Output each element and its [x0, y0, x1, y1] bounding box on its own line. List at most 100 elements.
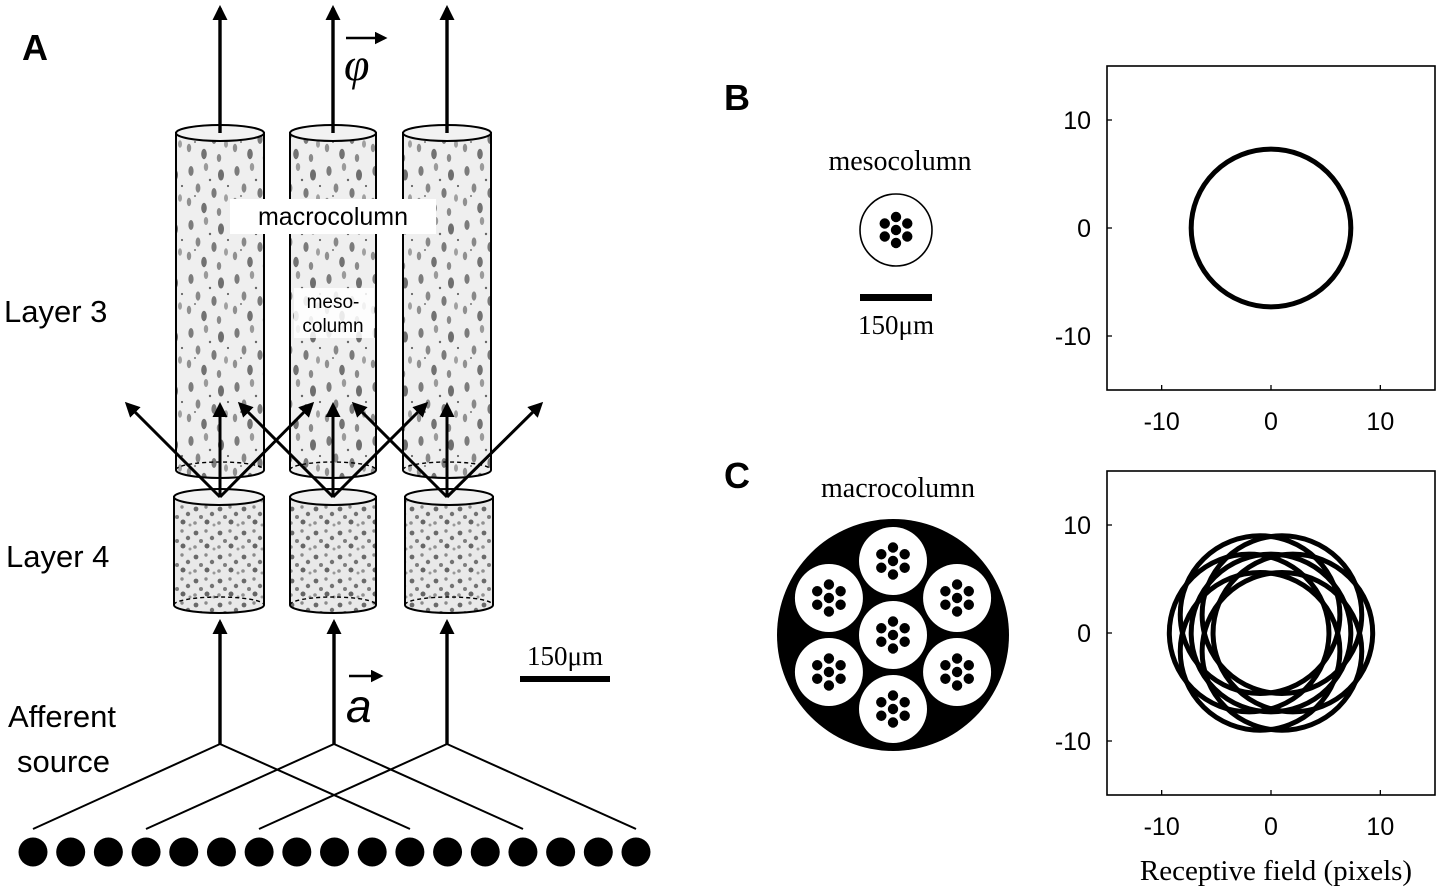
minicolumn-dot — [887, 703, 899, 715]
minicolumn-dot — [835, 673, 846, 684]
minicolumn-dot — [812, 599, 823, 610]
minicolumn-dot — [879, 218, 890, 229]
input-symbol: a — [346, 680, 372, 732]
afferent-wiring — [32, 743, 637, 830]
afferent-node — [357, 837, 387, 867]
minicolumn-dot — [899, 623, 910, 634]
minicolumn-dot — [887, 555, 899, 567]
afferent-node — [320, 837, 349, 867]
minicolumn-dot — [876, 697, 887, 708]
plot-b-ytick-label: 10 — [1063, 107, 1091, 135]
output-vector-label: φ — [344, 31, 388, 90]
mesocolumn-label-line1: meso- — [307, 292, 360, 313]
plot-b-xtick-label: -10 — [1144, 408, 1180, 436]
plot-c-receptive-field-circle — [1210, 551, 1376, 715]
mesocolumn-unit — [923, 638, 992, 706]
minicolumn-dot — [963, 599, 974, 610]
afferent-node — [621, 837, 651, 867]
afferent-node — [56, 837, 86, 867]
layer4-cylinders — [173, 488, 494, 614]
minicolumn-dot — [887, 690, 899, 701]
panel-a-scale-label: 150μm — [527, 641, 603, 671]
plot-b-frame — [1106, 65, 1436, 391]
minicolumn-dot — [899, 562, 910, 573]
minicolumn-dot — [951, 579, 963, 590]
minicolumn-dot — [887, 616, 899, 627]
minicolumn-dot — [887, 629, 899, 641]
minicolumn-dot — [876, 710, 887, 721]
minicolumn-dot — [876, 636, 887, 647]
minicolumn-dot — [879, 231, 890, 242]
plot-c-ytick-label: -10 — [1055, 728, 1091, 756]
minicolumn-dot — [887, 569, 899, 580]
mesocolumn-label-line2: column — [302, 316, 363, 337]
minicolumn-dot — [890, 237, 902, 249]
plot-c-xtick-label: -10 — [1144, 813, 1180, 841]
minicolumn-dot — [940, 673, 951, 684]
layer3-label: Layer 3 — [4, 294, 107, 329]
macrocolumn-label-bg — [230, 199, 436, 234]
panel-a: A — [4, 4, 651, 867]
afferent-node — [583, 837, 613, 867]
minicolumn-dot — [876, 623, 887, 634]
plot-c-xtick-label: 0 — [1264, 813, 1278, 841]
plot-b-ytick-label: 0 — [1077, 215, 1091, 243]
plot-b-receptive-field-circle — [1188, 146, 1354, 310]
afferent-node — [18, 837, 48, 867]
minicolumn-dot — [890, 224, 902, 236]
minicolumn-dot — [823, 680, 835, 691]
plot-c-receptive-field-circle — [1199, 570, 1365, 733]
plot-c-receptive-field-circle — [1177, 570, 1343, 733]
layer4-column-2 — [289, 488, 377, 614]
minicolumn-dot — [887, 643, 899, 654]
minicolumn-dot — [951, 666, 963, 678]
mesocolumn-unit — [923, 564, 992, 632]
mesocolumn-unit — [859, 675, 927, 743]
mesocolumn-label-bg — [294, 288, 374, 338]
afferent-node — [244, 837, 274, 867]
macrocolumn-label: macrocolumn — [258, 203, 408, 231]
mesocolumn-icon — [859, 193, 933, 267]
layer4-column-1 — [173, 488, 265, 614]
projection-arrows — [124, 401, 544, 499]
input-vector-label: a — [346, 669, 384, 732]
mesocolumn-unit — [794, 638, 863, 706]
afferent-node — [433, 837, 463, 867]
minicolumn-dot — [940, 599, 951, 610]
afferent-node — [395, 837, 425, 867]
mesocolumn-title: mesocolumn — [828, 146, 971, 177]
minicolumn-dot — [951, 680, 963, 691]
output-symbol: φ — [344, 39, 369, 90]
panel-a-letter: A — [22, 27, 48, 68]
afferent-nodes — [18, 837, 651, 867]
minicolumn-dot — [899, 549, 910, 560]
minicolumn-dot — [890, 211, 902, 223]
minicolumn-dot — [899, 697, 910, 708]
minicolumn-dot — [823, 666, 835, 678]
afferent-node — [508, 837, 538, 867]
minicolumn-dot — [902, 218, 913, 229]
macrocolumn-icon — [777, 519, 1009, 751]
minicolumn-dot — [951, 606, 963, 617]
afferent-node — [131, 837, 161, 867]
panel-b-letter: B — [724, 77, 750, 118]
plot-b-curves — [1188, 146, 1354, 310]
minicolumn-dot — [951, 592, 963, 604]
mesocolumn-unit — [859, 527, 927, 595]
plot-c-receptive-field-circle — [1188, 551, 1354, 715]
macrocolumn-mesocolumns — [794, 527, 992, 743]
minicolumn-dot — [940, 660, 951, 671]
minicolumn-dot — [876, 549, 887, 560]
mesocolumn-unit — [794, 564, 863, 632]
plot-c-xtick-label: 10 — [1366, 813, 1394, 841]
afferent-input-arrows — [212, 618, 455, 744]
afferent-node — [93, 837, 123, 867]
afferent-node — [169, 837, 199, 867]
layer4-column-3 — [404, 488, 494, 614]
minicolumn-dot — [902, 231, 913, 242]
minicolumn-dot — [812, 673, 823, 684]
